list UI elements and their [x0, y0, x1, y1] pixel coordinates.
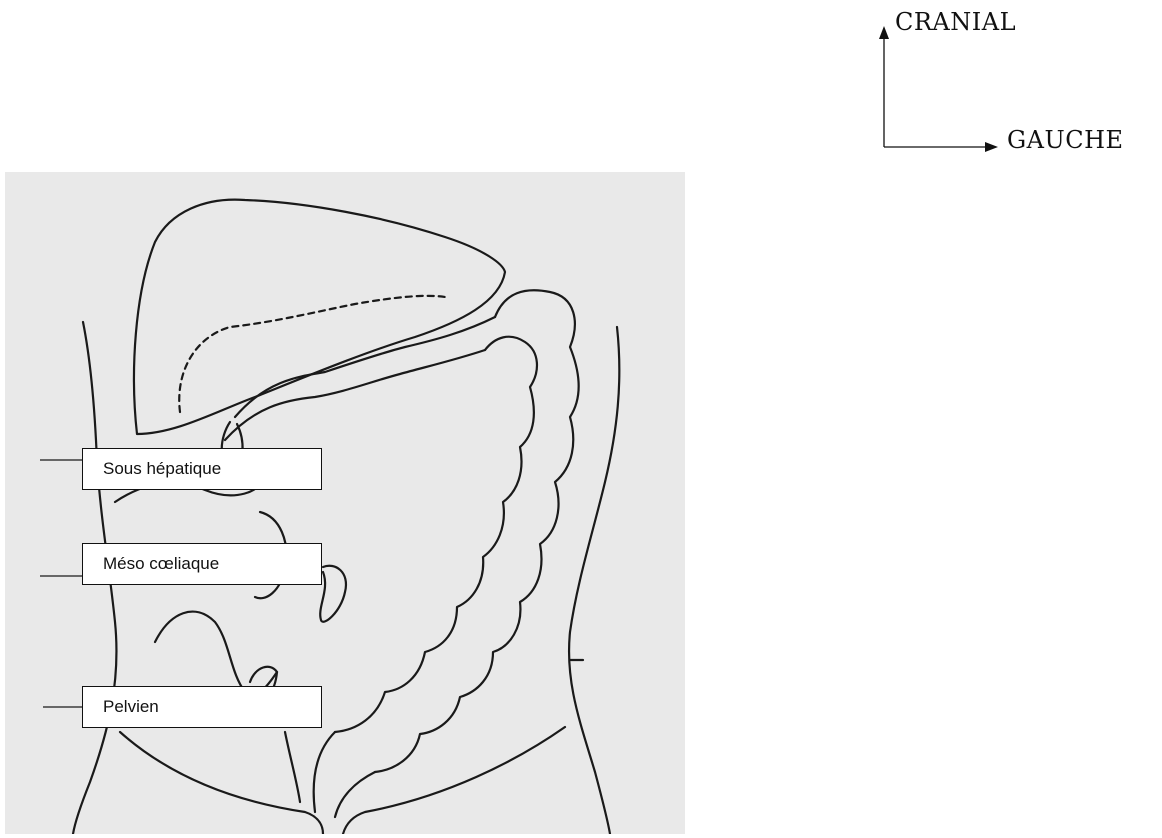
transverse-colon-lower	[225, 350, 485, 440]
appendix	[320, 566, 346, 622]
stomach-dashed-border	[179, 296, 445, 412]
gauche-direction-label: GAUCHE	[1007, 126, 1124, 154]
descending-colon-outer	[375, 290, 579, 772]
descending-colon-inner	[335, 337, 537, 732]
caecum-outline	[155, 612, 277, 696]
liver-outline	[134, 200, 505, 434]
rectum-hint	[285, 732, 300, 802]
transverse-colon-upper	[235, 317, 495, 417]
label-pelvien: Pelvien	[82, 686, 322, 728]
sigmoid-colon	[314, 732, 375, 817]
gauche-arrowhead-icon	[985, 142, 998, 152]
abdomen-drawing	[5, 172, 685, 834]
label-sous-hepatique: Sous hépatique	[82, 448, 322, 490]
cranial-arrowhead-icon	[879, 26, 889, 39]
label-meso-coeliaque: Méso cœliaque	[82, 543, 322, 585]
orientation-arrows	[860, 20, 1010, 160]
pelvic-curve-left	[343, 727, 565, 834]
pelvic-curve-right	[120, 732, 323, 834]
abdomen-figure: Sous hépatique Méso cœliaque Pelvien	[5, 172, 685, 834]
